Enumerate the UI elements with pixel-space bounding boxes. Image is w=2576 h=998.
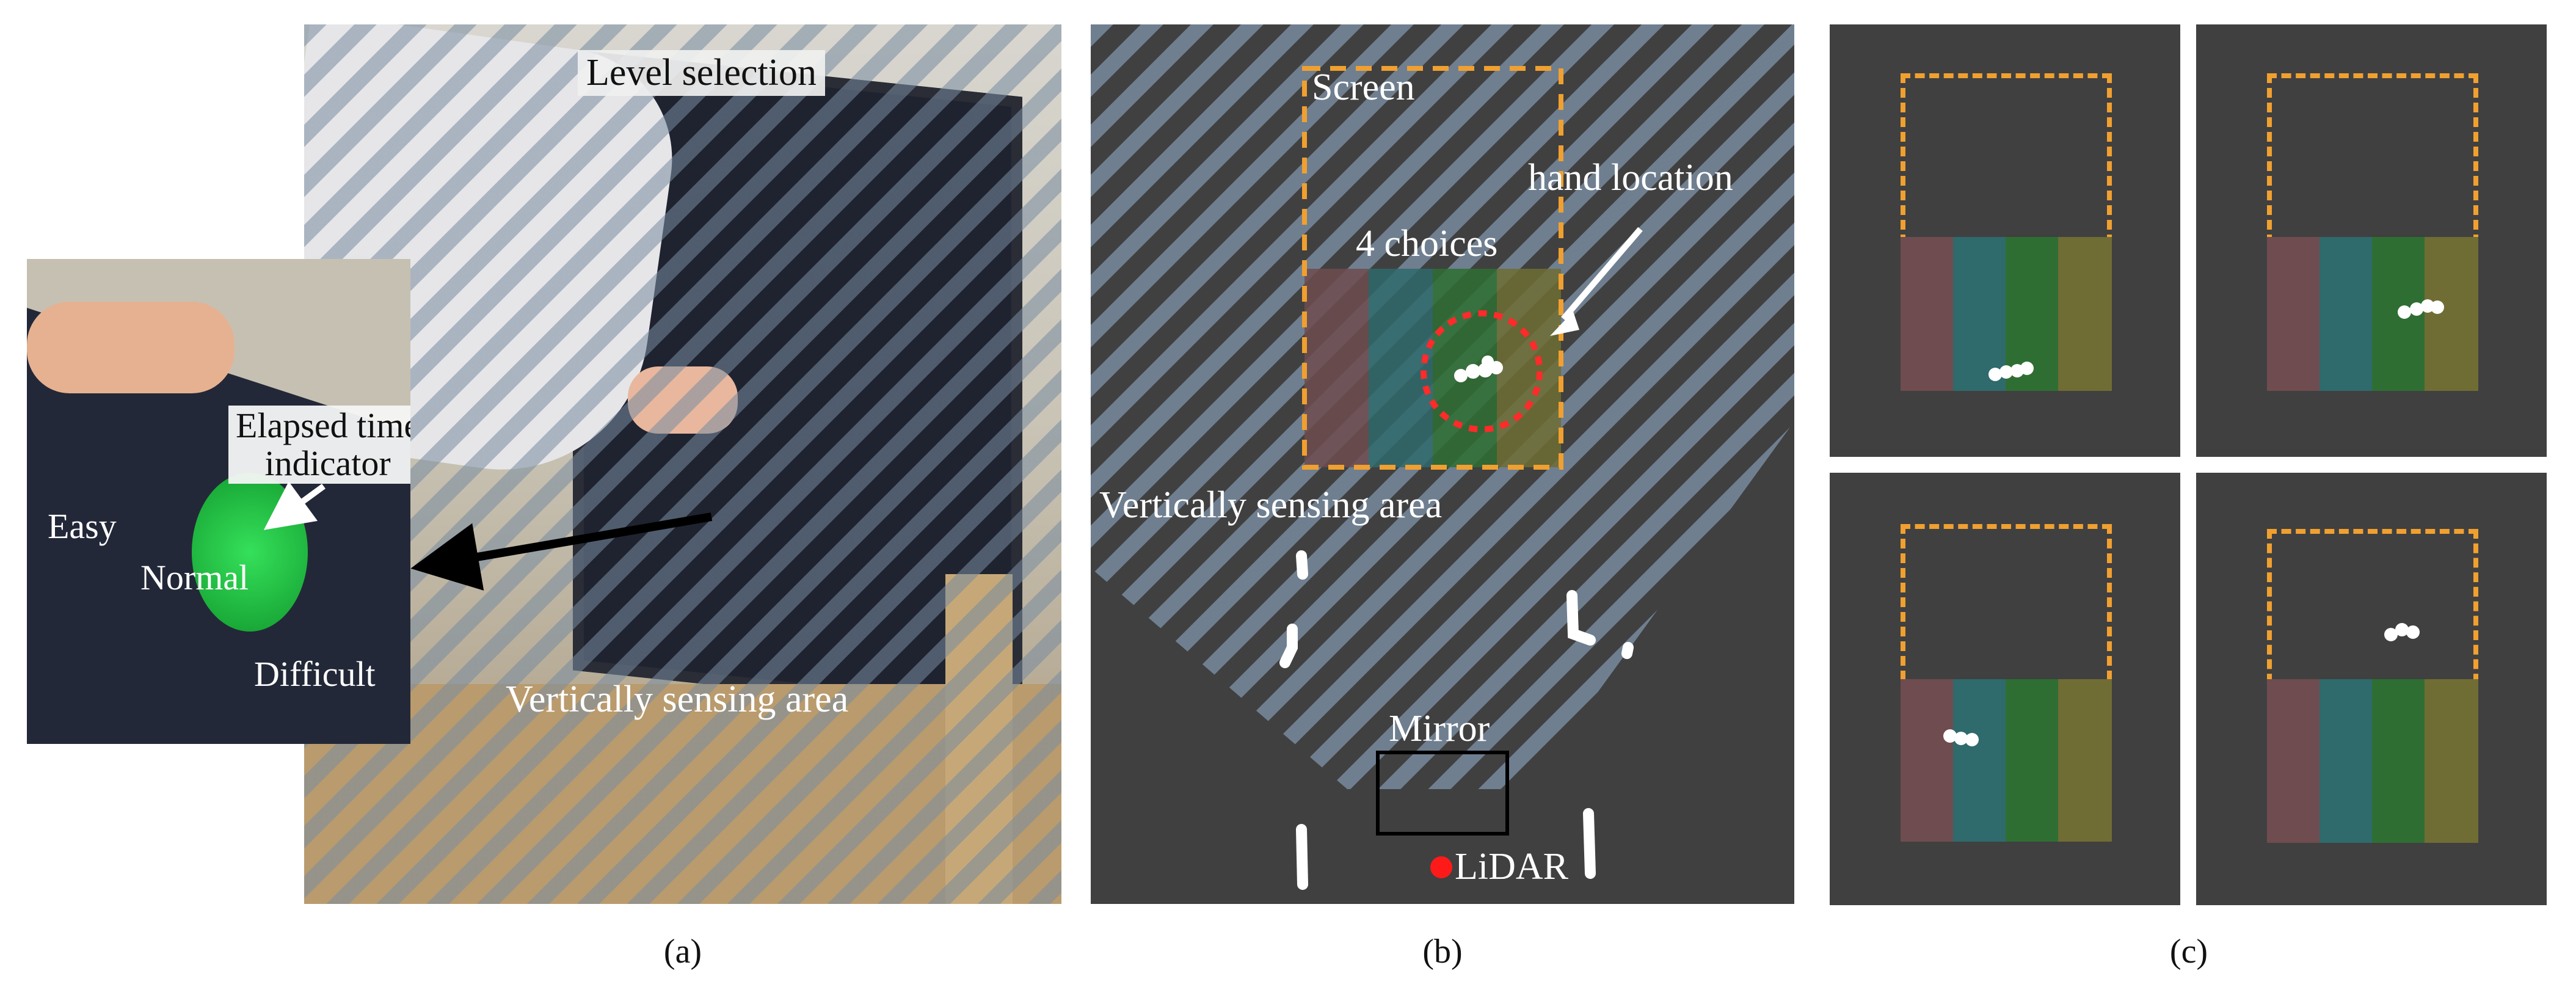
- inset-zoom: Elapsed time indicator Easy Normal Diffi…: [27, 259, 410, 744]
- choice-1-band: [1901, 237, 1953, 391]
- hand-point: [2395, 623, 2409, 636]
- hand-location-arrowhead: [1550, 311, 1579, 336]
- hand-location-label: hand location: [1528, 157, 1733, 199]
- screen-dashed-box: [1302, 66, 1563, 470]
- screen-dashed-box: [2267, 73, 2478, 391]
- choice-4-band: [2058, 237, 2112, 391]
- hand-point: [2384, 628, 2398, 641]
- choice-4-band: [2425, 679, 2478, 843]
- lidar-point-cloud: [1279, 550, 1634, 890]
- hand-point: [2020, 362, 2034, 375]
- choice-2-band: [1953, 237, 2006, 391]
- zoom-arrow: [410, 512, 713, 591]
- screen-dashed-box: [1901, 524, 2112, 842]
- hand-point: [2398, 305, 2411, 319]
- choice-1-band: [2267, 679, 2319, 843]
- normal-label: Normal: [140, 558, 249, 597]
- panel-a-photo: Level selection Vertically sensing area: [304, 24, 1061, 904]
- hand-point: [1965, 733, 1979, 746]
- choice-2-band: [2319, 679, 2372, 843]
- screen-dashed-box: [2267, 529, 2478, 843]
- lidar-dot: [1430, 856, 1452, 878]
- hand-point: [2410, 302, 2423, 316]
- hand-point: [2406, 625, 2420, 639]
- difficult-label: Difficult: [254, 654, 376, 694]
- mirror-label: Mirror: [1389, 708, 1490, 749]
- choice-1-band: [2267, 237, 2319, 391]
- mirror-box: [1376, 751, 1509, 836]
- hand-point: [2431, 300, 2444, 314]
- choice-1-band: [1901, 679, 1953, 842]
- hand-point: [1988, 368, 2002, 381]
- inset-hand: [27, 302, 235, 393]
- sensing-area-label-a: Vertically sensing area: [506, 679, 849, 720]
- panel-c-view-3: [1830, 473, 2180, 905]
- hand-location-circle: [1421, 310, 1543, 432]
- choice-4-band: [1497, 269, 1561, 467]
- panel-b: Screen hand location 4 choices Verticall…: [1091, 24, 1794, 904]
- choice-1-band: [1304, 269, 1369, 467]
- hand-point: [1999, 365, 2013, 379]
- level-selection-label: Level selection: [578, 50, 825, 96]
- hand-point: [1943, 729, 1957, 743]
- sensing-area-overlay: [304, 24, 1061, 904]
- choice-3-band: [2372, 679, 2425, 843]
- sensing-area-label-b: Vertically sensing area: [1099, 484, 1443, 526]
- choice-3-band: [2006, 679, 2058, 842]
- screen-label: Screen: [1312, 67, 1415, 108]
- choice-2-band: [2319, 237, 2372, 391]
- elapsed-time-arrow: [263, 481, 326, 530]
- panel-c-view-4: [2196, 473, 2547, 905]
- panel-c-view-1: [1830, 24, 2180, 457]
- choice-4-band: [2058, 679, 2112, 842]
- caption-c: (c): [2169, 933, 2208, 971]
- choice-2-band: [1953, 679, 2006, 842]
- screen-dashed-box: [1901, 73, 2112, 391]
- hand-point-cloud: [1454, 355, 1503, 382]
- choice-4-band: [2425, 237, 2478, 391]
- elapsed-time-label: Elapsed time indicator: [228, 406, 410, 484]
- choice-2-band: [1369, 269, 1433, 467]
- hand-point: [1954, 732, 1968, 745]
- lidar-label: LiDAR: [1455, 846, 1568, 887]
- caption-b: (b): [1422, 933, 1463, 971]
- choices-label: 4 choices: [1356, 223, 1498, 264]
- caption-a: (a): [663, 933, 702, 971]
- easy-label: Easy: [48, 506, 117, 546]
- panel-c-view-2: [2196, 24, 2547, 457]
- hand-location-arrow: [1561, 227, 1643, 321]
- panel-b-scene: [1091, 24, 1794, 890]
